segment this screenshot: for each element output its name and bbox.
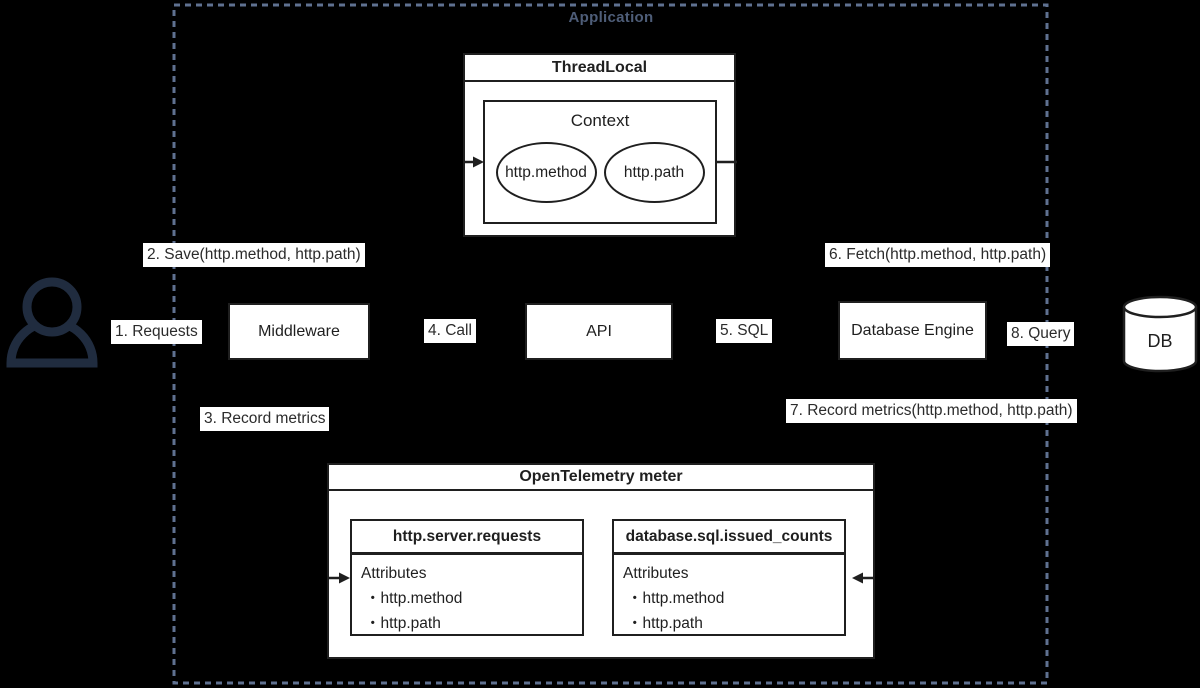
api-node: API: [525, 303, 673, 360]
attribute-item: ・http.method: [627, 590, 725, 607]
metric-name: http.server.requests: [352, 521, 582, 555]
threadlocal-box: ThreadLocal Context http.method http.pat…: [463, 53, 736, 237]
http-method-ellipse: http.method: [495, 142, 597, 203]
attribute-item: ・http.method: [365, 590, 463, 607]
attributes-title: Attributes: [623, 565, 689, 582]
step-label-call: 4. Call: [424, 319, 476, 343]
database-engine-node: Database Engine: [838, 301, 987, 360]
step-label-query: 8. Query: [1007, 322, 1075, 346]
metric-http-server-requests: http.server.requests Attributes ・http.me…: [350, 519, 584, 636]
database-cylinder-icon: DB: [1122, 295, 1198, 373]
step-label-record-metrics: 3. Record metrics: [200, 407, 330, 431]
metric-name: database.sql.issued_counts: [614, 521, 844, 555]
context-title: Context: [570, 111, 630, 130]
attribute-item: ・http.path: [627, 615, 703, 632]
metric-database-sql-issued-counts: database.sql.issued_counts Attributes ・h…: [612, 519, 846, 636]
middleware-node: Middleware: [228, 303, 370, 360]
db-label: DB: [1147, 331, 1172, 351]
http-path-ellipse: http.path: [603, 142, 705, 203]
person-icon: [6, 277, 98, 368]
context-box: Context http.method http.path: [483, 100, 717, 224]
threadlocal-title: ThreadLocal: [465, 55, 734, 82]
step-label-record-metrics-args: 7. Record metrics(http.method, http.path…: [786, 399, 1077, 423]
context-attributes: http.method http.path: [485, 142, 715, 203]
application-label: Application: [568, 9, 654, 26]
step-label-save: 2. Save(http.method, http.path): [143, 243, 365, 267]
opentelemetry-meter-title: OpenTelemetry meter: [329, 465, 873, 491]
attribute-item: ・http.path: [365, 615, 441, 632]
opentelemetry-meter-box: OpenTelemetry meter http.server.requests…: [327, 463, 875, 659]
attributes-title: Attributes: [361, 565, 427, 582]
step-label-fetch: 6. Fetch(http.method, http.path): [825, 243, 1051, 267]
step-label-requests: 1. Requests: [111, 320, 202, 344]
step-label-sql: 5. SQL: [716, 319, 773, 343]
